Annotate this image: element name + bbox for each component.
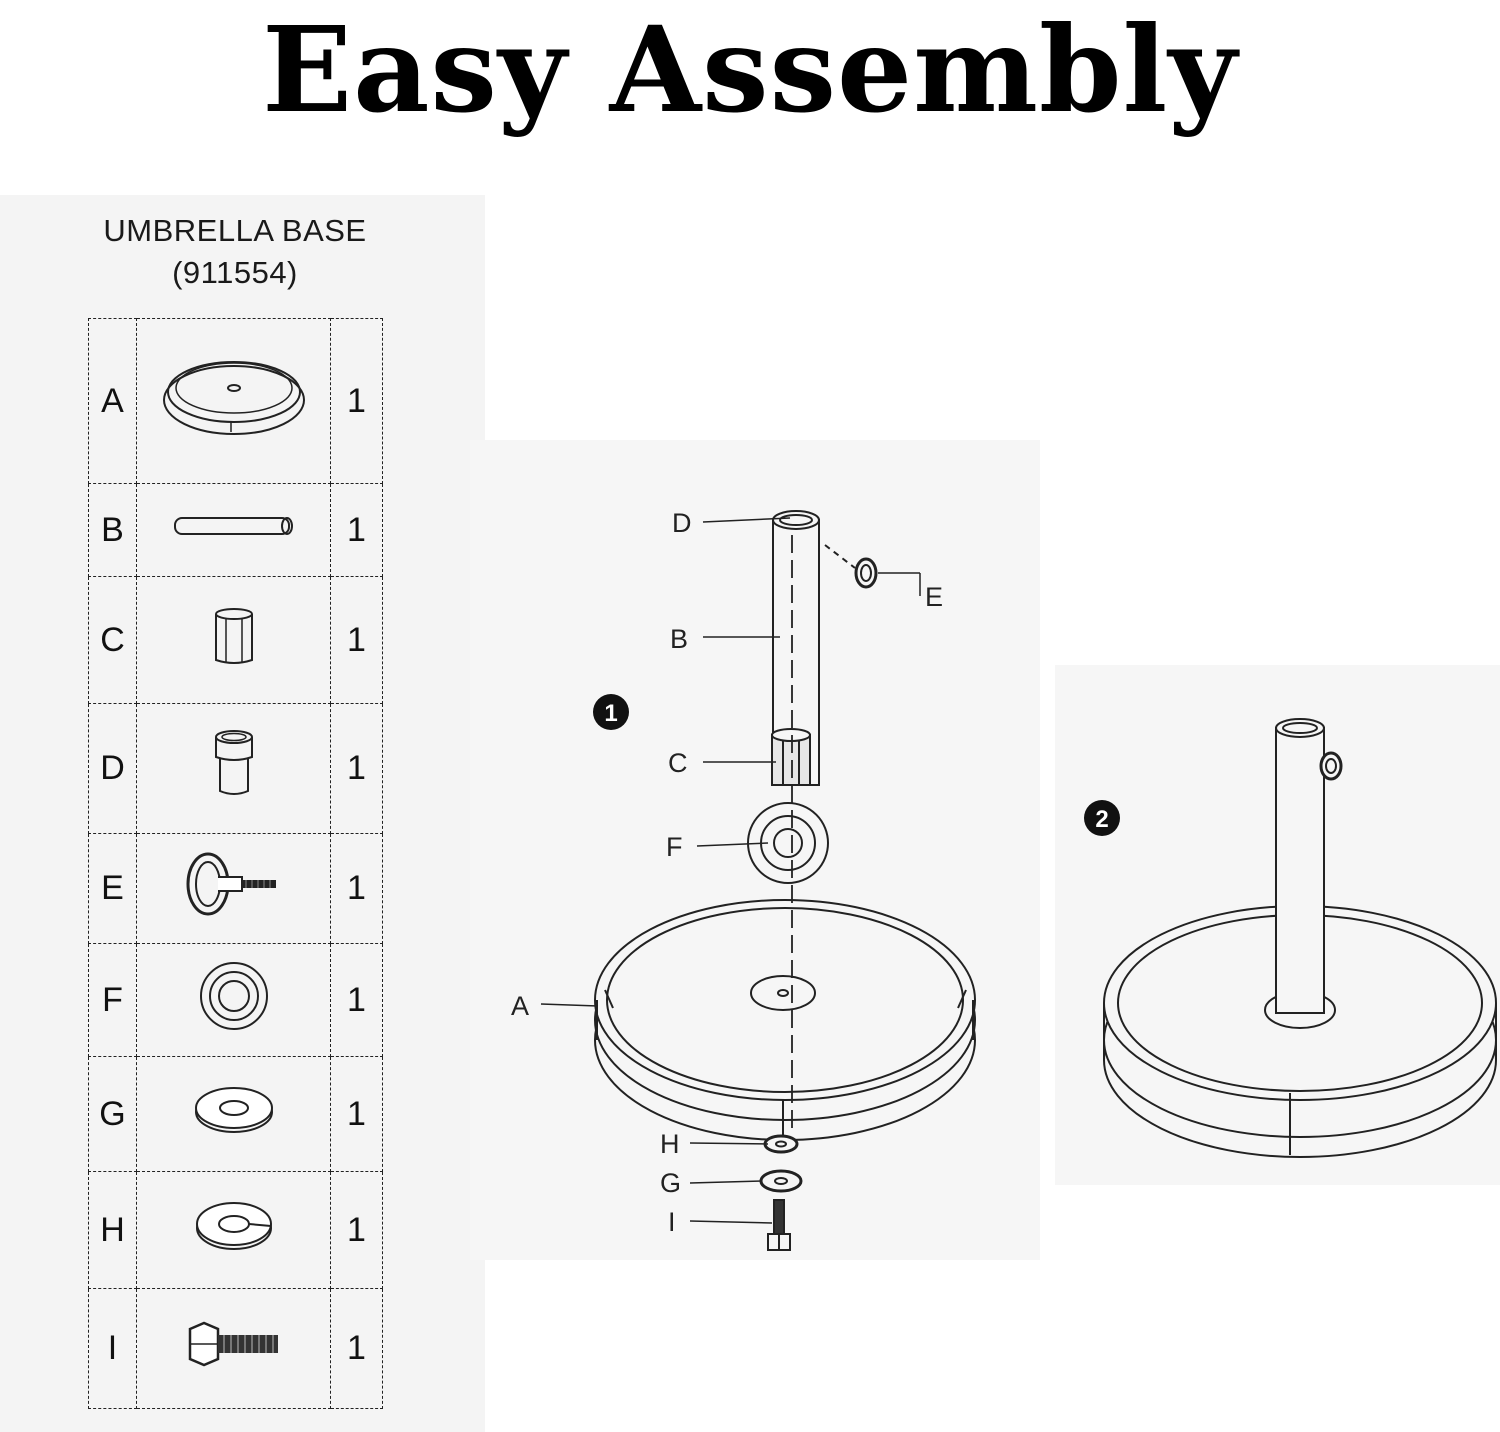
label-g: G — [660, 1168, 681, 1198]
page-title: Easy Assembly — [262, 0, 1238, 139]
step-1-exploded-view — [540, 510, 976, 1251]
spring-washer-icon — [136, 1171, 331, 1289]
part-quantity: 1 — [330, 833, 383, 944]
table-row: F 1 — [88, 943, 383, 1057]
table-row: I 1 — [88, 1288, 383, 1409]
label-f: F — [666, 832, 683, 862]
label-c: C — [668, 748, 688, 778]
label-i: I — [668, 1207, 676, 1237]
insert-sleeve-icon — [136, 576, 331, 704]
parts-list-model-number: (911554) — [172, 255, 298, 290]
part-letter: D — [88, 703, 137, 834]
part-quantity: 1 — [330, 1056, 383, 1172]
part-letter: G — [88, 1056, 137, 1172]
part-letter: E — [88, 833, 137, 944]
base-a-center-boss — [750, 975, 816, 1011]
step-2-badge: 2 — [1084, 800, 1120, 836]
label-b: B — [670, 624, 688, 654]
label-h: H — [660, 1129, 680, 1159]
part-quantity: 1 — [330, 318, 383, 484]
table-row: A 1 — [88, 318, 383, 484]
step-2-number: 2 — [1095, 806, 1108, 833]
hex-bolt-icon — [136, 1288, 331, 1409]
part-letter: C — [88, 576, 137, 704]
step-2-assembled-view — [1103, 718, 1497, 1158]
parts-list-heading: UMBRELLA BASE — [103, 213, 367, 248]
flat-washer-icon — [136, 1056, 331, 1172]
label-a: A — [511, 991, 529, 1021]
step-1-number: 1 — [604, 700, 617, 727]
part-quantity: 1 — [330, 703, 383, 834]
part-letter: B — [88, 483, 137, 577]
part-quantity: 1 — [330, 576, 383, 704]
table-row: B 1 — [88, 483, 383, 577]
label-d: D — [672, 508, 692, 538]
part-quantity: 1 — [330, 1171, 383, 1289]
table-row: H 1 — [88, 1171, 383, 1289]
table-row: E 1 — [88, 833, 383, 944]
part-quantity: 1 — [330, 943, 383, 1057]
label-e: E — [925, 582, 943, 612]
base-a-top — [594, 899, 976, 1101]
part-letter: F — [88, 943, 137, 1057]
round-base-icon — [136, 318, 331, 484]
part-quantity: 1 — [330, 1288, 383, 1409]
ring-cover-icon — [136, 943, 331, 1057]
part-letter: H — [88, 1171, 137, 1289]
step-1-badge: 1 — [593, 694, 629, 730]
base-a-inner-ring — [606, 907, 964, 1093]
table-row: G 1 — [88, 1056, 383, 1172]
pole-tube-icon — [136, 483, 331, 577]
table-row: D 1 — [88, 703, 383, 834]
parts-table: A 1 B 1 C — [88, 318, 383, 1409]
part-quantity: 1 — [330, 483, 383, 577]
table-row: C 1 — [88, 576, 383, 704]
